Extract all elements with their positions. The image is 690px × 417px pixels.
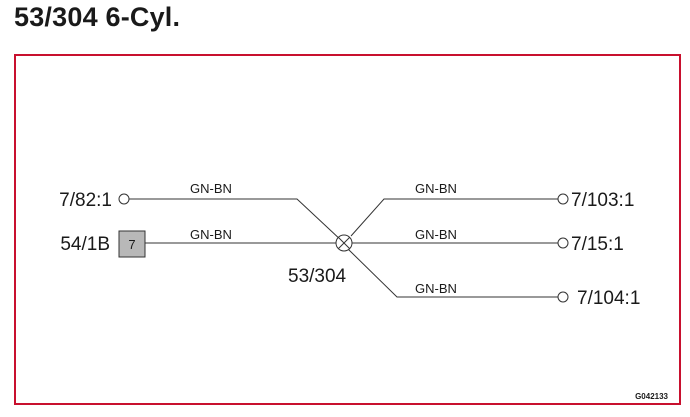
terminal-label-right-2: 7/15:1 [571, 234, 624, 255]
wire-color-left-1: GN-BN [190, 181, 232, 196]
terminal-label-right-3: 7/104:1 [577, 288, 640, 309]
wire-right-bottom [347, 248, 558, 298]
connector-pin-number: 7 [128, 237, 135, 252]
connector-box [118, 230, 146, 258]
wire-color-right-2: GN-BN [415, 227, 457, 242]
terminal-label-left-2: 54/1B [60, 234, 110, 255]
splice-icon [335, 234, 353, 252]
terminal-label-left-1: 7/82:1 [59, 190, 112, 211]
terminal-pin-icon [118, 193, 130, 205]
terminal-pin-icon [557, 291, 569, 303]
drawing-code: G042133 [635, 392, 668, 401]
wire-left-top [129, 198, 344, 243]
splice-label: 53/304 [288, 266, 347, 287]
wire-color-right-1: GN-BN [415, 181, 457, 196]
wire-color-left-2: GN-BN [190, 227, 232, 242]
wire-right-top [350, 198, 558, 237]
diagram-frame [14, 54, 681, 405]
page-title: 53/304 6-Cyl. [14, 2, 181, 32]
terminal-pin-icon [557, 193, 569, 205]
terminal-pin-icon [557, 237, 569, 249]
wire-color-right-3: GN-BN [415, 281, 457, 296]
terminal-label-right-1: 7/103:1 [571, 190, 634, 211]
